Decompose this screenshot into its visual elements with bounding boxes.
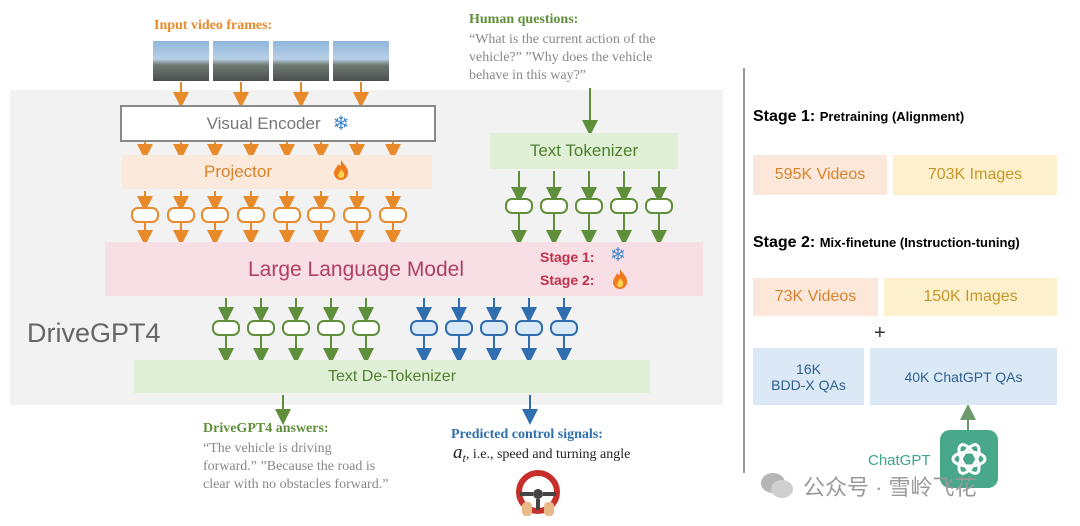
text-token bbox=[540, 198, 568, 214]
stage1-videos-label: 595K Videos bbox=[774, 166, 866, 183]
fire-icon bbox=[332, 159, 350, 186]
projector-label: Projector bbox=[203, 162, 273, 181]
stage1-label: Stage 1: bbox=[753, 108, 816, 125]
llm-label: Large Language Model bbox=[248, 258, 465, 281]
snowflake-icon: ❄ bbox=[610, 245, 626, 266]
text-token bbox=[505, 198, 533, 214]
chatgpt-qas-box: 40K ChatGPT QAs bbox=[870, 348, 1057, 405]
input-frames-title: Input video frames: bbox=[154, 18, 273, 33]
text-detokenizer-label: Text De-Tokenizer bbox=[327, 367, 457, 385]
stage2-images-box: 150K Images bbox=[884, 278, 1057, 316]
llm-block bbox=[105, 242, 703, 296]
control-signals-text: at, i.e., speed and turning angle bbox=[453, 442, 630, 466]
stage1-images-label: 703K Images bbox=[927, 166, 1023, 183]
bddx-qas-box: 16K BDD-X QAs bbox=[753, 348, 864, 405]
control-subscript: t bbox=[462, 450, 466, 465]
bddx-count: 16K bbox=[796, 360, 821, 377]
stage1-desc: Pretraining (Alignment) bbox=[819, 109, 965, 124]
output-control-token bbox=[480, 320, 508, 336]
answer-line: clear with no obstacles forward.” bbox=[203, 477, 389, 492]
answers-title: DriveGPT4 answers: bbox=[203, 421, 329, 436]
chatgpt-logo-icon bbox=[940, 430, 998, 488]
visual-token bbox=[167, 207, 195, 223]
text-tokenizer-label: Text Tokenizer bbox=[529, 141, 639, 160]
visual-token bbox=[379, 207, 407, 223]
human-questions-title: Human questions: bbox=[469, 12, 579, 27]
snowflake-icon: ❄ bbox=[332, 113, 350, 135]
question-line: behave in this way?” bbox=[469, 68, 587, 83]
stage2-videos-box: 73K Videos bbox=[753, 278, 878, 316]
stage1-heading: Stage 1: Pretraining (Alignment) bbox=[753, 108, 964, 126]
stage2-images-label: 150K Images bbox=[923, 288, 1018, 305]
video-frame-1 bbox=[152, 40, 210, 82]
question-line: vehicle?” ”Why does the vehicle bbox=[469, 50, 653, 65]
output-text-token bbox=[282, 320, 310, 336]
chatgpt-qas-label: 40K ChatGPT QAs bbox=[904, 368, 1023, 385]
output-control-token bbox=[550, 320, 578, 336]
section-divider bbox=[743, 68, 745, 473]
stage2-desc: Mix-finetune (Instruction-tuning) bbox=[819, 235, 1020, 250]
steering-wheel-icon bbox=[516, 470, 560, 525]
human-questions-text: “What is the current action of the vehic… bbox=[469, 31, 656, 85]
question-line: “What is the current action of the bbox=[469, 32, 656, 47]
text-token bbox=[645, 198, 673, 214]
text-detokenizer-block: Text De-Tokenizer bbox=[134, 360, 650, 393]
visual-token bbox=[237, 207, 265, 223]
visual-token bbox=[307, 207, 335, 223]
control-description: , i.e., speed and turning angle bbox=[465, 447, 631, 462]
output-text-token bbox=[317, 320, 345, 336]
video-frame-2 bbox=[212, 40, 270, 82]
llm-stage2-label: Stage 2: bbox=[540, 272, 595, 288]
stage2-label: Stage 2: bbox=[753, 234, 816, 251]
plus-sign: + bbox=[874, 322, 886, 344]
fire-icon bbox=[611, 268, 629, 295]
visual-encoder-label: Visual Encoder bbox=[206, 113, 321, 133]
output-control-token bbox=[410, 320, 438, 336]
control-symbol: a bbox=[453, 442, 463, 463]
watermark-text: 公众号 · 雪岭飞花 bbox=[803, 475, 977, 500]
model-name-label: DriveGPT4 bbox=[27, 318, 161, 348]
output-text-token bbox=[352, 320, 380, 336]
stage1-images-box: 703K Images bbox=[893, 155, 1057, 195]
output-text-token bbox=[247, 320, 275, 336]
output-control-token bbox=[445, 320, 473, 336]
visual-token bbox=[201, 207, 229, 223]
projector-block: Projector bbox=[122, 155, 432, 189]
answers-text: “The vehicle is driving forward.” ”Becau… bbox=[203, 440, 388, 494]
visual-encoder-block: Visual Encoder ❄ bbox=[120, 105, 436, 142]
bddx-label: BDD-X QAs bbox=[771, 376, 846, 393]
output-control-token bbox=[515, 320, 543, 336]
text-tokenizer-block: Text Tokenizer bbox=[490, 133, 678, 169]
output-text-token bbox=[212, 320, 240, 336]
control-signals-title: Predicted control signals: bbox=[451, 427, 603, 442]
stage2-videos-label: 73K Videos bbox=[774, 288, 857, 305]
visual-token bbox=[273, 207, 301, 223]
video-frame-4 bbox=[332, 40, 390, 82]
visual-token bbox=[131, 207, 159, 223]
stage1-videos-box: 595K Videos bbox=[753, 155, 887, 195]
chatgpt-label: ChatGPT bbox=[868, 452, 931, 469]
stage2-heading: Stage 2: Mix-finetune (Instruction-tunin… bbox=[753, 234, 1020, 252]
answer-line: “The vehicle is driving bbox=[203, 441, 332, 456]
video-frame-3 bbox=[272, 40, 330, 82]
text-token bbox=[575, 198, 603, 214]
llm-stage1-label: Stage 1: bbox=[540, 249, 595, 265]
wechat-icon bbox=[760, 472, 794, 505]
text-token bbox=[610, 198, 638, 214]
visual-token bbox=[343, 207, 371, 223]
answer-line: forward.” ”Because the road is bbox=[203, 459, 376, 474]
